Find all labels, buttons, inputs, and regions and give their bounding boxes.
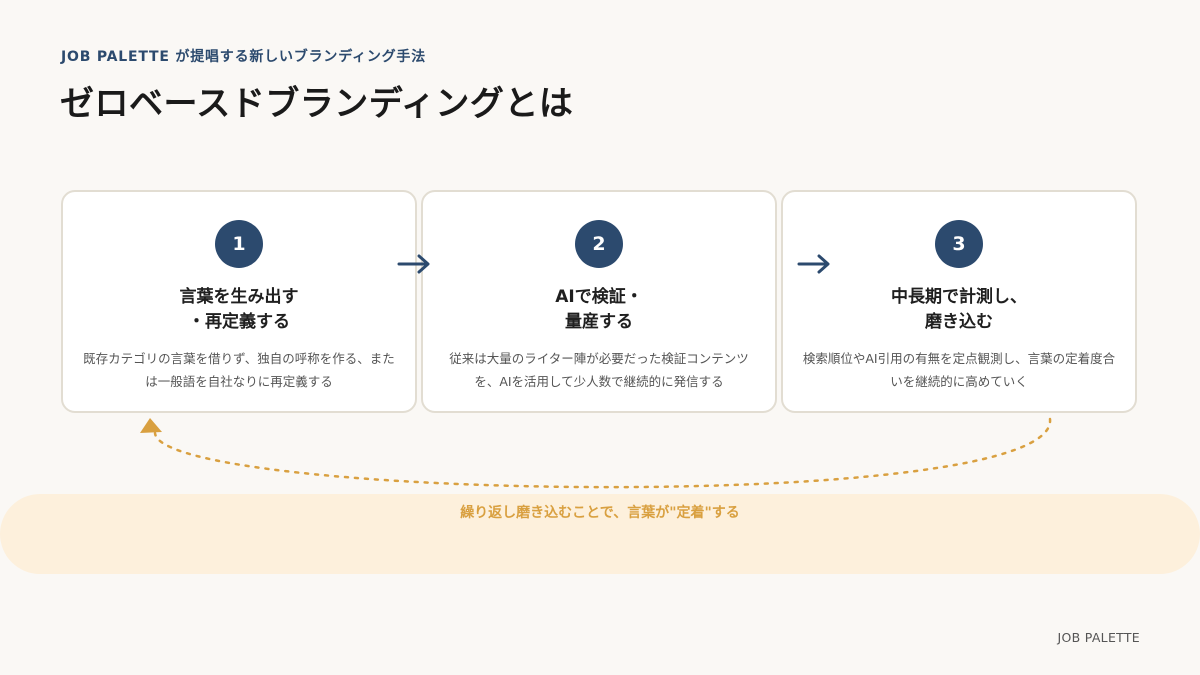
- step-card-2: 2 AIで検証・ 量産する 従来は大量のライター陣が必要だった検証コンテンツを、…: [421, 190, 777, 413]
- step-number-badge: 3: [935, 220, 983, 268]
- arrow-right-icon: [397, 254, 430, 274]
- step-card-3: 3 中長期で計測し、 磨き込む 検索順位やAI引用の有無を定点観測し、言葉の定着…: [781, 190, 1137, 413]
- step-number-badge: 2: [575, 220, 623, 268]
- step-description: 検索順位やAI引用の有無を定点観測し、言葉の定着度合いを継続的に高めていく: [802, 351, 1116, 389]
- step-description: 既存カテゴリの言葉を借りず、独自の呼称を作る、または一般語を自社なりに再定義する: [83, 351, 395, 389]
- step-number-badge: 1: [215, 220, 263, 268]
- eyebrow-text: JOB PALETTE が提唱する新しいブランディング手法: [61, 49, 427, 65]
- step-description: 従来は大量のライター陣が必要だった検証コンテンツを、AIを活用して少人数で継続的…: [449, 351, 749, 389]
- dotted-return-arrow-icon: [140, 417, 1052, 489]
- footer-brand: JOB PALETTE: [1057, 630, 1140, 645]
- step-card-1: 1 言葉を生み出す ・再定義する 既存カテゴリの言葉を借りず、独自の呼称を作る、…: [61, 190, 417, 413]
- loop-band: 繰り返し磨き込むことで、言葉が"定着"する: [0, 494, 1200, 574]
- arrow-right-icon: [797, 254, 830, 274]
- step-title: AIで検証・ 量産する: [555, 287, 643, 332]
- step-title: 言葉を生み出す ・再定義する: [179, 287, 299, 332]
- page-title: ゼロベースドブランディングとは: [60, 84, 574, 124]
- step-title: 中長期で計測し、 磨き込む: [891, 287, 1027, 332]
- loop-caption: 繰り返し磨き込むことで、言葉が"定着"する: [460, 505, 740, 521]
